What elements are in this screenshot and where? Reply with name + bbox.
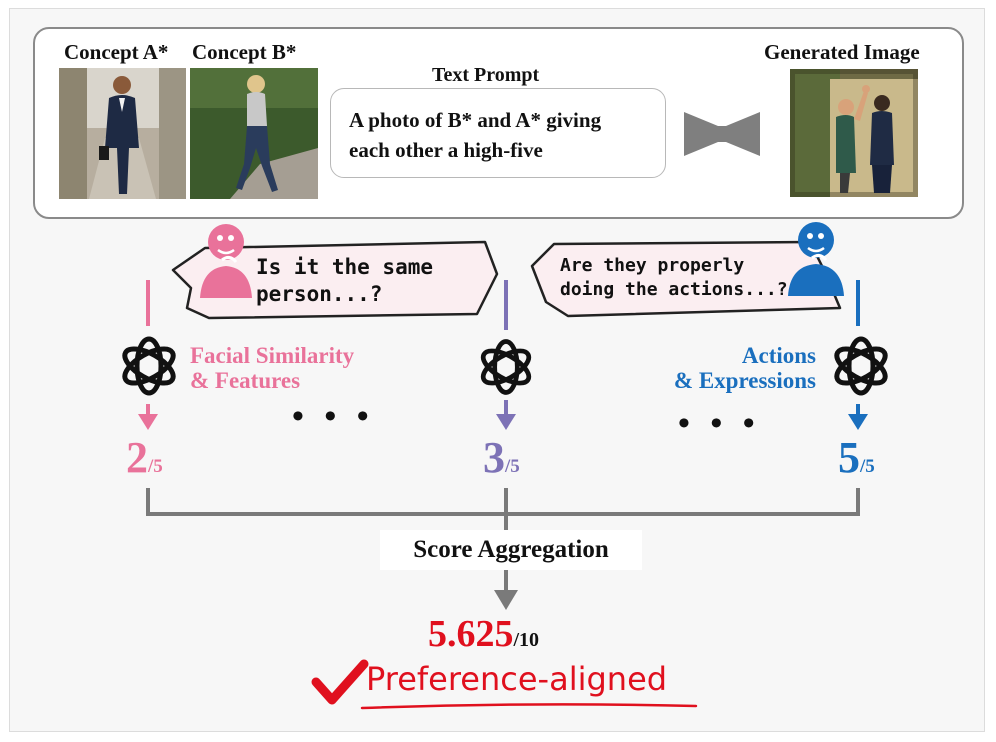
concept-a-label: Concept A*: [64, 40, 169, 64]
criterion-facial-line2: & Features: [190, 368, 301, 393]
person-icon-pink: [200, 224, 252, 298]
concept-b-photo: [190, 68, 318, 199]
verdict-text: Preference-aligned: [366, 660, 668, 698]
score-1: 2/5: [126, 432, 163, 483]
question-left: Is it the same person...?: [256, 255, 434, 306]
checkmark-icon: [311, 659, 369, 705]
ellipsis-right: • • •: [678, 405, 761, 442]
concept-b-label: Concept B*: [192, 40, 297, 64]
criterion-facial-line1: Facial Similarity: [190, 343, 355, 368]
generation-model-icon: [684, 112, 760, 156]
score-2: 3/5: [483, 432, 520, 483]
text-prompt-label: Text Prompt: [432, 64, 540, 86]
speech-bubble-left: [171, 240, 499, 320]
criterion-actions-line2: & Expressions: [673, 368, 816, 393]
generated-image-label: Generated Image: [764, 40, 920, 64]
person-icon-blue: [788, 222, 844, 296]
concept-a-photo: [59, 68, 186, 199]
final-score-value: 5.625: [428, 613, 514, 655]
openai-evaluator-icon-3: [834, 336, 888, 396]
score-3: 5/5: [838, 432, 875, 483]
final-score-denominator: /10: [513, 629, 540, 651]
criterion-actions: Actions & Expressions: [640, 343, 816, 393]
generated-image: [790, 69, 918, 197]
final-score: 5.625/10: [428, 612, 539, 656]
ellipsis-left: • • •: [292, 398, 375, 435]
score-1-value: 2: [126, 433, 148, 482]
openai-evaluator-icon-2: [480, 339, 532, 395]
verdict-underline: [360, 703, 698, 710]
score-1-denominator: /5: [148, 456, 163, 477]
score-3-denominator: /5: [860, 456, 875, 477]
score-aggregation-label: Score Aggregation: [380, 530, 642, 570]
question-right: Are they properly doing the actions...?: [560, 255, 788, 300]
text-prompt-box: A photo of B* and A* giving each other a…: [330, 88, 666, 178]
score-3-value: 5: [838, 433, 860, 482]
openai-evaluator-icon-1: [122, 336, 176, 396]
score-2-value: 3: [483, 433, 505, 482]
criterion-facial: Facial Similarity & Features: [190, 343, 354, 393]
score-2-denominator: /5: [505, 456, 520, 477]
criterion-actions-line1: Actions: [741, 343, 816, 368]
